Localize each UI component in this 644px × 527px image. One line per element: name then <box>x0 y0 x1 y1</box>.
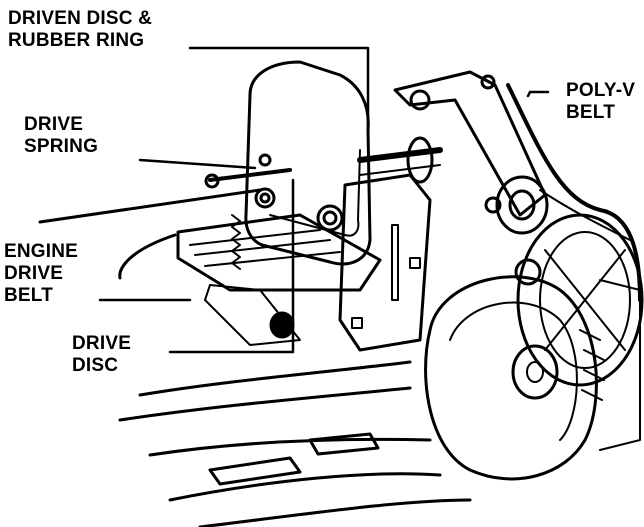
bracket-slot <box>391 224 399 301</box>
motor-end-plate <box>599 279 641 451</box>
leader-drive-spring <box>138 158 257 170</box>
label-drive-spring: DRIVE SPRING <box>24 114 98 158</box>
label-engine-drive-belt: ENGINE DRIVE BELT <box>4 241 78 307</box>
label-drive-disc-line-2: DISC <box>72 355 119 376</box>
drive-spring-rod <box>208 168 292 182</box>
idler-bolt <box>484 196 502 214</box>
leader-driven-disc <box>188 46 370 132</box>
spring-top-loop <box>258 153 272 167</box>
label-driven-disc-line-2: RUBBER RING <box>8 30 145 51</box>
bracket-bolt-square-2 <box>409 257 421 269</box>
idler-pulley-inner <box>508 189 536 221</box>
driven-disc-housing <box>244 60 372 266</box>
label-drive-disc-line-1: DRIVE <box>72 333 132 354</box>
leader-drive-disc <box>168 178 295 354</box>
pulley-arm <box>393 70 547 217</box>
rod-end-cap <box>204 173 220 189</box>
spring-pivot-bolt <box>254 187 276 209</box>
lower-chassis-edge-1 <box>148 437 432 457</box>
label-drive-spring-line-2: SPRING <box>24 136 99 157</box>
bracket-bolt-square <box>351 317 363 329</box>
drive-spring-coil <box>231 214 241 270</box>
deck-plate-ribs <box>189 229 341 267</box>
main-shaft-edge <box>359 164 441 176</box>
engine-drive-belt-outline <box>118 233 177 280</box>
main-shaft <box>357 147 443 163</box>
deck-plate <box>176 213 382 292</box>
idler-pulley <box>495 175 549 235</box>
housing-nut-inner <box>322 210 338 226</box>
housing-inner-edge <box>269 149 361 237</box>
frame-rail-lower <box>118 386 412 422</box>
label-driven-disc: DRIVEN DISC & RUBBER RING <box>8 8 152 52</box>
motor-boss-inner <box>526 361 544 383</box>
chassis-slot-1 <box>208 456 302 486</box>
label-drive-disc: DRIVE DISC <box>72 333 131 377</box>
label-driven-disc-line-1: DRIVEN DISC & <box>8 8 153 29</box>
pulley-spokes <box>544 249 626 351</box>
lower-chassis-edge-3 <box>198 498 472 527</box>
motor-housing <box>424 275 598 481</box>
label-poly-v-line-1: POLY-V <box>566 80 636 101</box>
motor-housing-inner <box>449 301 578 441</box>
leader-poly-v <box>526 90 550 98</box>
large-pulley <box>516 213 644 387</box>
label-engine-drive-belt-line-1: ENGINE <box>4 241 79 262</box>
frame-rail-upper <box>138 360 412 397</box>
poly-v-belt-path <box>506 83 642 302</box>
label-poly-v-line-2: BELT <box>566 102 615 123</box>
label-engine-drive-belt-line-3: BELT <box>4 285 53 306</box>
motor-boss <box>511 344 559 400</box>
shaft-collar <box>406 136 434 184</box>
housing-nut <box>316 204 344 232</box>
large-pulley-ring <box>539 231 631 369</box>
spring-pivot-bolt-inner <box>259 192 271 204</box>
arm-left-rod <box>38 188 262 224</box>
lower-chassis-edge-2 <box>168 472 442 502</box>
label-poly-v-belt: POLY-V BELT <box>566 80 635 124</box>
drive-disc-base <box>204 284 301 346</box>
motor-top-knob <box>514 258 542 286</box>
label-engine-drive-belt-line-2: DRIVE <box>4 263 64 284</box>
arm-pivot <box>480 74 496 90</box>
label-drive-spring-line-1: DRIVE <box>24 114 84 135</box>
chassis-slot-2 <box>308 432 380 456</box>
arm-top-bolt <box>409 89 431 111</box>
motor-fins <box>579 329 605 401</box>
